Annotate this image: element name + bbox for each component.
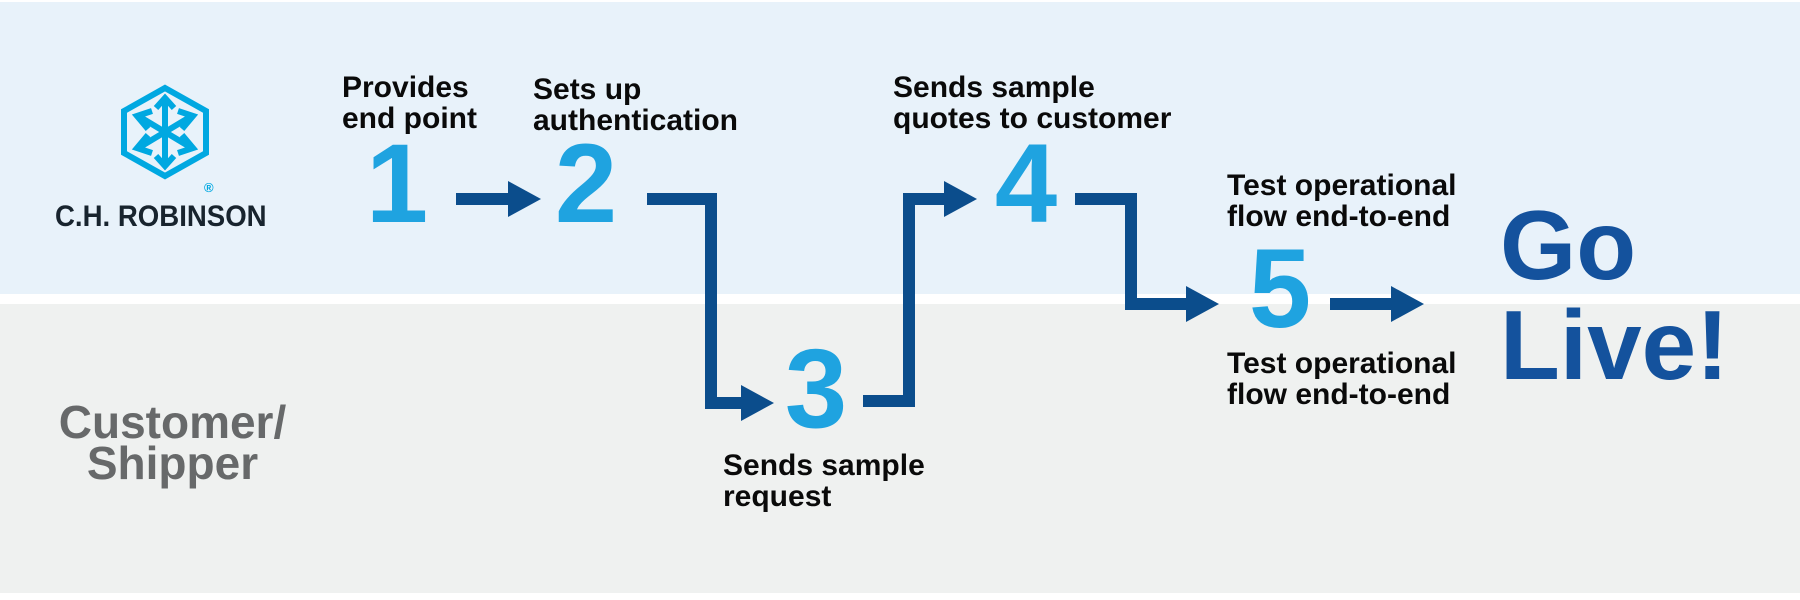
step2-label: Sets up authentication — [533, 74, 738, 136]
chrobinson-logo-icon — [121, 84, 209, 180]
registered-trademark-symbol: ® — [204, 180, 214, 195]
step4-label-line2: quotes to customer — [893, 102, 1172, 135]
step5-label-top-line1: Test operational — [1227, 169, 1457, 202]
step3-number: 3 — [784, 326, 848, 451]
step2-label-line2: authentication — [533, 104, 739, 137]
step5-number: 5 — [1248, 226, 1312, 351]
step1-label-line1: Provides — [342, 71, 469, 104]
step5-label-top-line2: flow end-to-end — [1227, 200, 1451, 233]
step1-number: 1 — [365, 121, 429, 246]
step2-label-line1: Sets up — [533, 73, 642, 106]
step4-number: 4 — [994, 121, 1058, 246]
step3-label: Sends sample request — [723, 450, 925, 512]
go-live-text: Go Live! — [1500, 195, 1729, 395]
lane-label-customer-shipper: Customer/ Shipper — [25, 396, 320, 489]
brand-wordmark: C.H. ROBINSON — [55, 200, 267, 233]
step5-label-bottom-line2: flow end-to-end — [1227, 378, 1451, 411]
step3-label-line1: Sends sample — [723, 449, 925, 482]
step5-label-top: Test operational flow end-to-end — [1227, 170, 1456, 232]
step1-label-line2: end point — [342, 102, 477, 135]
go-live-line2: Live! — [1500, 290, 1729, 400]
step3-label-line2: request — [723, 480, 832, 513]
lane-label-line2: Shipper — [86, 437, 259, 489]
step5-label-bottom: Test operational flow end-to-end — [1227, 348, 1456, 410]
step1-label: Provides end point — [342, 72, 477, 134]
step4-label: Sends sample quotes to customer — [893, 72, 1171, 134]
go-live-line1: Go — [1500, 190, 1637, 300]
step4-label-line1: Sends sample — [893, 71, 1095, 104]
lane-label-line1: Customer/ — [58, 396, 287, 448]
step2-number: 2 — [554, 121, 618, 246]
step5-label-bottom-line1: Test operational — [1227, 347, 1457, 380]
